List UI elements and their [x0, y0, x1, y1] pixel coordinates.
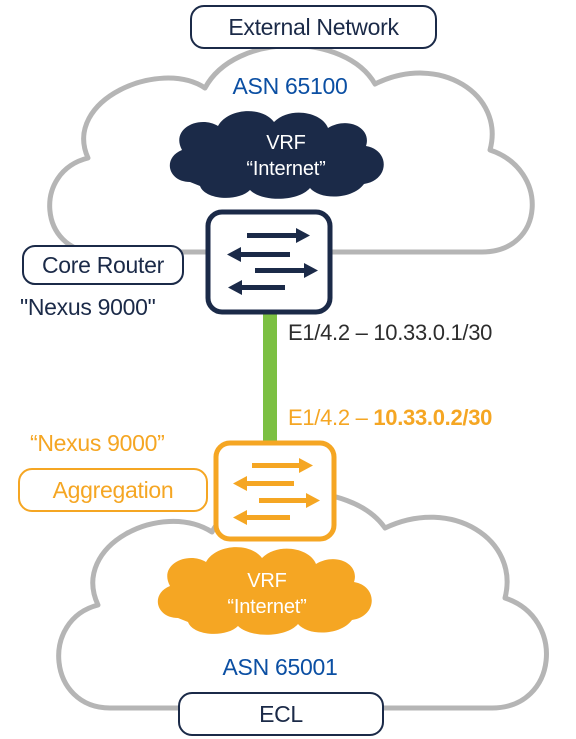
external-vrf-label: VRF “Internet” — [226, 130, 346, 182]
ecl-title: ECL — [178, 692, 384, 736]
aggregation-interface-label: E1/4.2 – 10.33.0.2/30 — [288, 405, 492, 431]
external-network-title: External Network — [190, 5, 437, 49]
core-model-label: "Nexus 9000" — [20, 294, 156, 320]
ecl-vrf-label: VRF “Internet” — [207, 568, 327, 620]
external-vrf-line2: “Internet” — [246, 158, 326, 180]
switch-arrows-icon — [233, 458, 320, 525]
ecl-asn-label: ASN 65001 — [222, 654, 338, 680]
external-asn-label: ASN 65100 — [232, 73, 348, 99]
router-arrows-icon — [227, 228, 318, 295]
aggregation-interface-prefix: E1/4.2 – — [288, 405, 374, 430]
aggregation-switch-device[interactable] — [213, 440, 337, 542]
core-router-label: Core Router — [22, 245, 184, 285]
ecl-vrf-line1: VRF — [247, 570, 287, 592]
vrf-internet-blob-external — [169, 111, 384, 199]
ecl-vrf-line2: “Internet” — [227, 596, 307, 618]
link-line — [263, 312, 277, 444]
aggregation-role-label: Aggregation — [18, 468, 208, 512]
aggregation-model-label: “Nexus 9000” — [30, 430, 165, 456]
core-router-device[interactable] — [205, 209, 333, 315]
external-vrf-line1: VRF — [266, 132, 306, 154]
aggregation-interface-ip: 10.33.0.2/30 — [373, 405, 493, 430]
vrf-internet-blob-ecl — [157, 547, 372, 635]
core-interface-label: E1/4.2 – 10.33.0.1/30 — [288, 320, 493, 345]
